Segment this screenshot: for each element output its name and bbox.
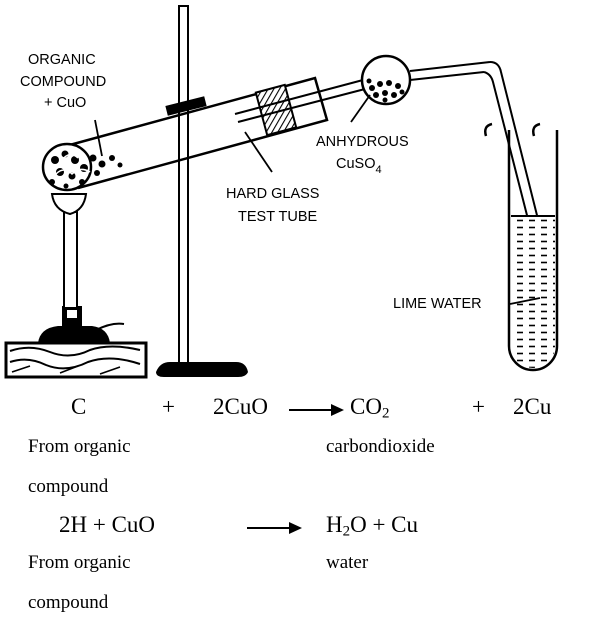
eq1-arrow — [289, 404, 344, 416]
label-hard-glass-2: TEST TUBE — [238, 209, 318, 225]
label-hard-glass-1: HARD GLASS — [226, 186, 319, 202]
eq1-note-organic-1: From organic — [28, 436, 131, 457]
eq2-arrow — [247, 522, 302, 534]
label-anhydrous-1: ANHYDROUS — [316, 134, 409, 150]
eq1-plus-2: + — [472, 394, 485, 419]
hard-glass-test-tube — [41, 76, 329, 192]
eq2-note-organic-1: From organic — [28, 552, 131, 573]
anhydrous-cuso4-bulb — [360, 54, 412, 106]
apparatus-diagram: ORGANIC COMPOUND + CuO ANHYDROUS CuSO4 H… — [4, 5, 559, 379]
label-anhydrous-2: CuSO4 — [336, 156, 382, 176]
label-organic-compound-3: + CuO — [44, 95, 86, 111]
eq1-note-organic-2: compound — [28, 476, 109, 497]
eq2-products: H2O + Cu — [326, 512, 419, 540]
label-organic-compound-2: COMPOUND — [20, 74, 106, 90]
eq1-plus-1: + — [162, 394, 175, 419]
lime-water-test-tube — [484, 122, 559, 372]
eq1-product-co2: CO2 — [350, 394, 390, 422]
eq2-note-water: water — [326, 552, 369, 573]
eq1-reactant-c: C — [71, 394, 87, 419]
retort-stand — [156, 5, 248, 377]
eq2-note-organic-2: compound — [28, 592, 109, 613]
delivery-tube — [234, 61, 553, 279]
eq1-reactant-cuo: 2CuO — [213, 394, 268, 419]
eq1-note-co2: carbondioxide — [326, 436, 435, 457]
eq1-product-cu: 2Cu — [513, 394, 552, 419]
burner — [4, 193, 148, 379]
leader-lines — [94, 94, 541, 305]
label-organic-compound-1: ORGANIC — [28, 52, 96, 68]
eq2-reactants: 2H + CuO — [59, 512, 156, 537]
label-lime-water: LIME WATER — [393, 296, 482, 312]
